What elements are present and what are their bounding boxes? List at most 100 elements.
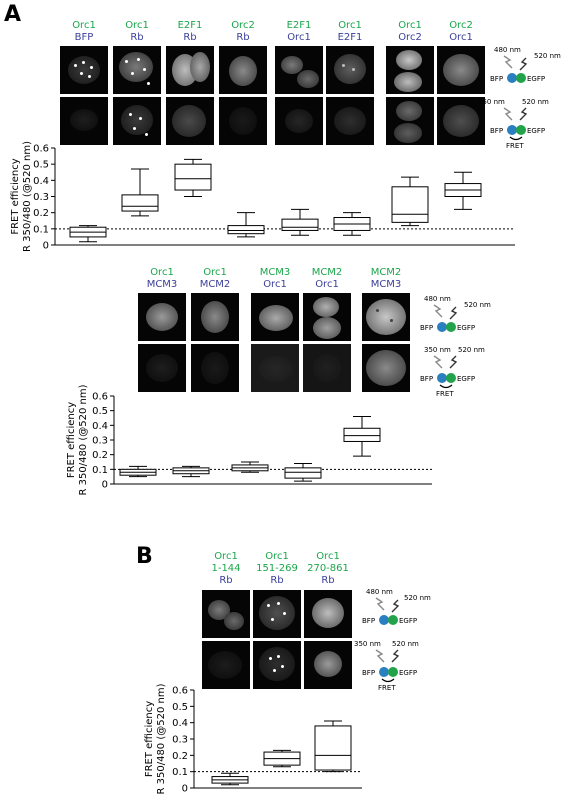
bfp-sphere xyxy=(507,73,517,83)
micrograph-cell xyxy=(437,46,485,94)
bfp-sphere xyxy=(507,125,517,135)
lightning-icon xyxy=(375,649,385,663)
y-tick-label: 0.4 xyxy=(33,176,49,187)
micrograph-cell xyxy=(166,46,214,94)
y-tick-label: 0.6 xyxy=(33,144,49,155)
schematic-wavelength-label: 350 nm xyxy=(478,98,505,106)
micrograph-cell xyxy=(362,293,410,341)
fret-label: FRET xyxy=(506,142,524,150)
y-tick-label: 0.1 xyxy=(92,465,108,476)
micrograph-cell xyxy=(138,344,186,392)
bfp-label: BFP xyxy=(362,669,375,677)
fret-arrow xyxy=(381,678,395,683)
lightning-icon xyxy=(519,107,528,121)
egfp-sphere xyxy=(388,667,398,677)
bfp-label: BFP xyxy=(490,127,503,135)
lightning-icon xyxy=(503,107,513,121)
micrograph-cell xyxy=(191,293,239,341)
panel-letter-b: B xyxy=(136,544,153,569)
micrograph-cell xyxy=(303,344,351,392)
micrograph-cell xyxy=(219,46,267,94)
y-tick-label: 0.3 xyxy=(33,192,49,203)
lightning-icon xyxy=(391,649,400,663)
fret-label: FRET xyxy=(436,390,454,398)
micrograph-cell xyxy=(326,46,374,94)
micrograph-cell xyxy=(202,641,250,689)
y-tick-label: 0.2 xyxy=(172,751,188,762)
micrograph-cell xyxy=(437,97,485,145)
y-tick-label: 0.1 xyxy=(33,224,49,235)
fret-schematic: 350 nm 520 nm BFP EGFP FRET xyxy=(354,640,419,692)
schematic-wavelength-label: 480 nm xyxy=(424,295,451,303)
egfp-sphere xyxy=(516,125,526,135)
y-tick-label: 0.5 xyxy=(172,702,188,713)
egfp-sphere xyxy=(516,73,526,83)
micrograph-cell xyxy=(386,46,434,94)
fret-arrow xyxy=(439,384,453,389)
box xyxy=(227,225,265,235)
y-tick-label: 0.3 xyxy=(92,436,108,447)
egfp-sphere xyxy=(446,322,456,332)
schematic-wavelength-label: 350 nm xyxy=(424,346,451,354)
egfp-label: EGFP xyxy=(527,127,545,135)
y-tick-label: 0.6 xyxy=(92,392,108,403)
egfp-label: EGFP xyxy=(399,669,417,677)
micrograph-cell xyxy=(138,293,186,341)
box xyxy=(391,186,429,223)
micrograph-cell xyxy=(166,97,214,145)
y-tick-label: 0.6 xyxy=(172,686,188,697)
bfp-label: BFP xyxy=(490,75,503,83)
schematic-wavelength-label: 520 nm xyxy=(464,301,491,309)
egfp-sphere xyxy=(446,373,456,383)
egfp-label: EGFP xyxy=(457,324,475,332)
fret-label: FRET xyxy=(378,684,396,692)
lightning-icon xyxy=(375,597,385,611)
micrograph-cell xyxy=(303,293,351,341)
micrograph-cell xyxy=(304,590,352,638)
micrograph-cell xyxy=(386,97,434,145)
y-tick-label: 0 xyxy=(182,784,188,795)
fret-schematic: 350 nm 520 nm BFP EGFP FRET xyxy=(478,98,549,150)
fret-schematic: 480 nm 520 nm BFP EGFP xyxy=(362,588,431,625)
bfp-sphere xyxy=(379,615,389,625)
micrograph-cell xyxy=(275,46,323,94)
box xyxy=(343,427,381,442)
micrograph-cell xyxy=(362,344,410,392)
lightning-icon xyxy=(433,355,443,369)
micrograph-cell xyxy=(60,97,108,145)
schematic-wavelength-label: 480 nm xyxy=(494,46,521,54)
micrograph-cell xyxy=(219,97,267,145)
y-tick-label: 0.3 xyxy=(172,735,188,746)
panel-letter-a: A xyxy=(4,2,22,27)
y-axis-label: R 350/480 (@520 nm) xyxy=(156,683,167,794)
box xyxy=(314,725,352,771)
y-tick-label: 0.4 xyxy=(172,718,188,729)
micrograph-cell xyxy=(326,97,374,145)
box xyxy=(121,194,159,212)
box xyxy=(174,163,212,191)
y-axis-label: R 350/480 (@520 nm) xyxy=(78,384,89,495)
micrograph-cell xyxy=(251,344,299,392)
egfp-label: EGFP xyxy=(457,375,475,383)
bfp-label: BFP xyxy=(362,617,375,625)
y-tick-label: 0.2 xyxy=(33,208,49,219)
y-tick-label: 0.2 xyxy=(92,450,108,461)
schematic-wavelength-label: 520 nm xyxy=(534,52,561,60)
egfp-label: EGFP xyxy=(527,75,545,83)
lightning-icon xyxy=(519,57,528,71)
schematic-wavelength-label: 520 nm xyxy=(404,594,431,602)
fret-arrow xyxy=(509,136,523,141)
